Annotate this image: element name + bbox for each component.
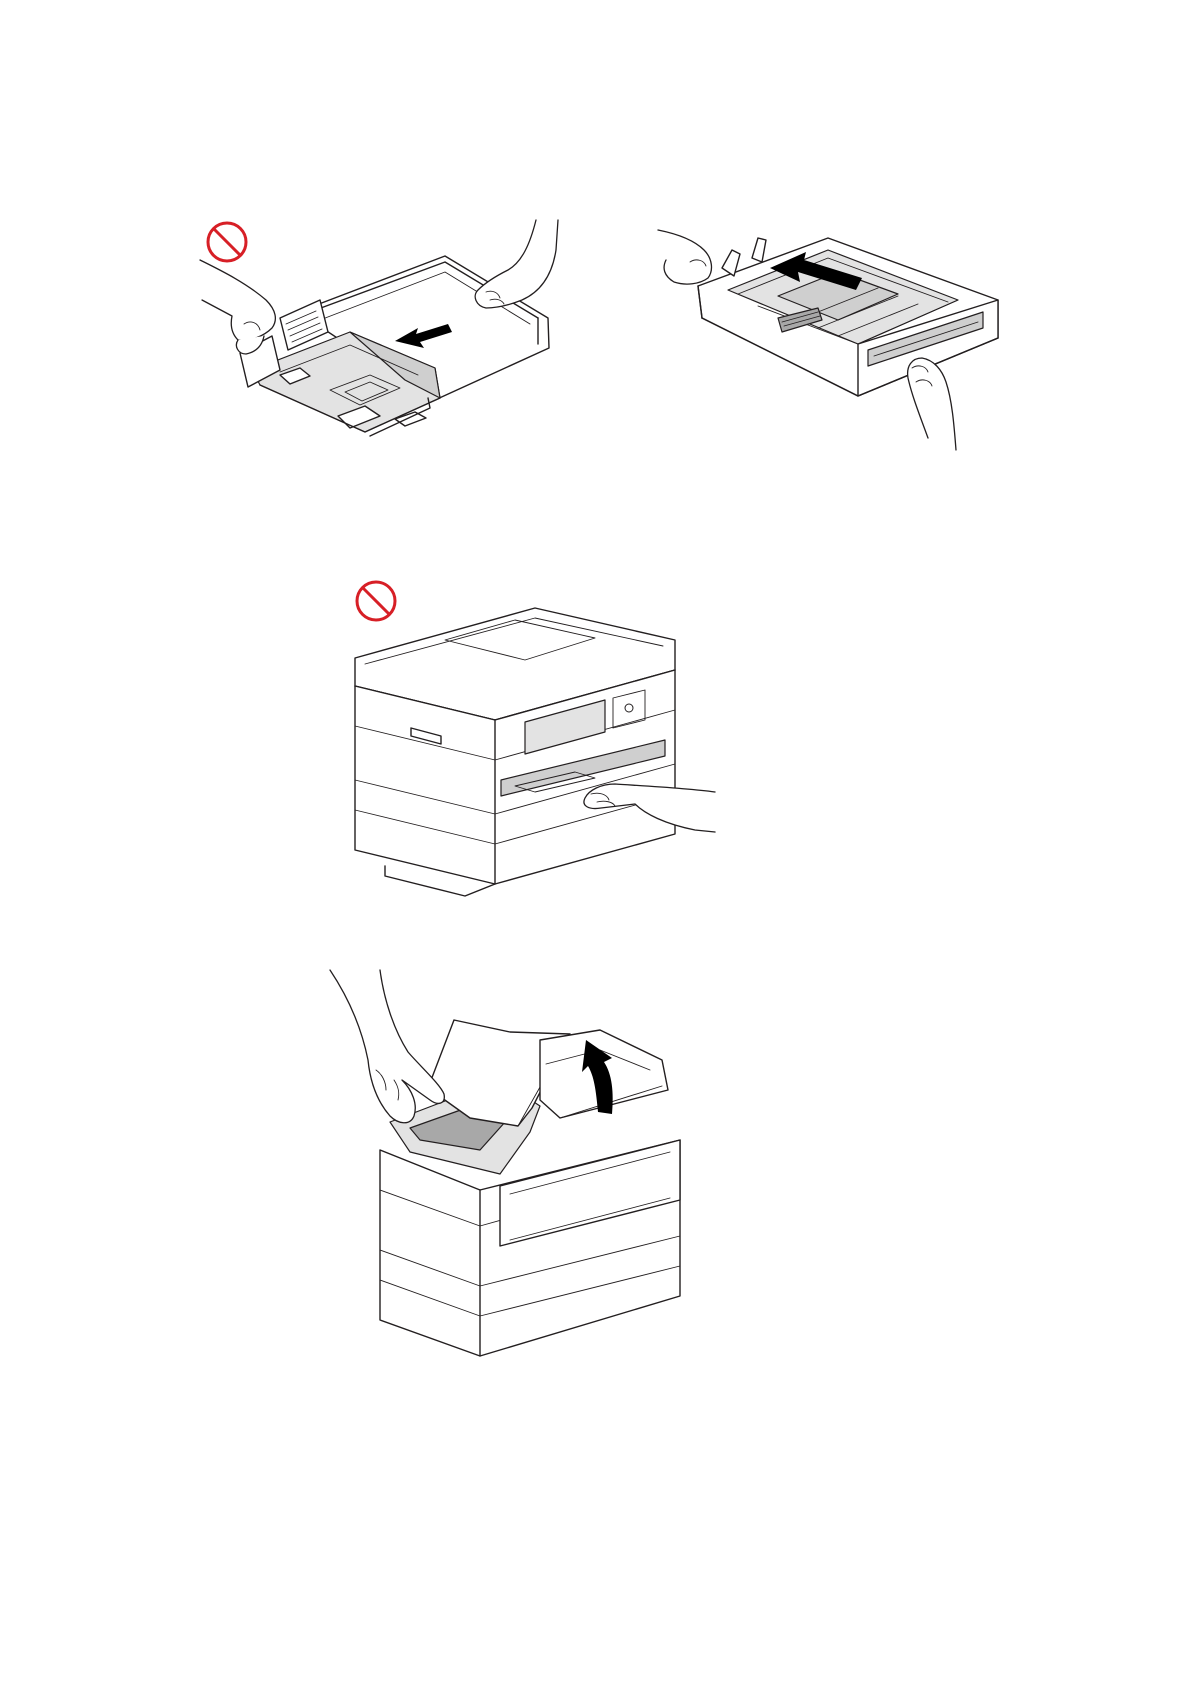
prohibition-icon [208,223,246,261]
hand-icon [330,970,444,1123]
prohibition-icon [357,582,395,620]
right-hand-icon [908,358,956,450]
paper-tray [698,238,998,396]
figure-tray-extension-correct [698,228,1040,450]
figure-tray-extension-wrong [200,220,610,455]
figure-printer-scanner-cover-lift [350,1040,760,1380]
left-hand-icon [658,230,711,284]
printer [355,608,675,896]
figure-printer-front-push [345,580,715,900]
right-hand-icon [475,220,558,308]
